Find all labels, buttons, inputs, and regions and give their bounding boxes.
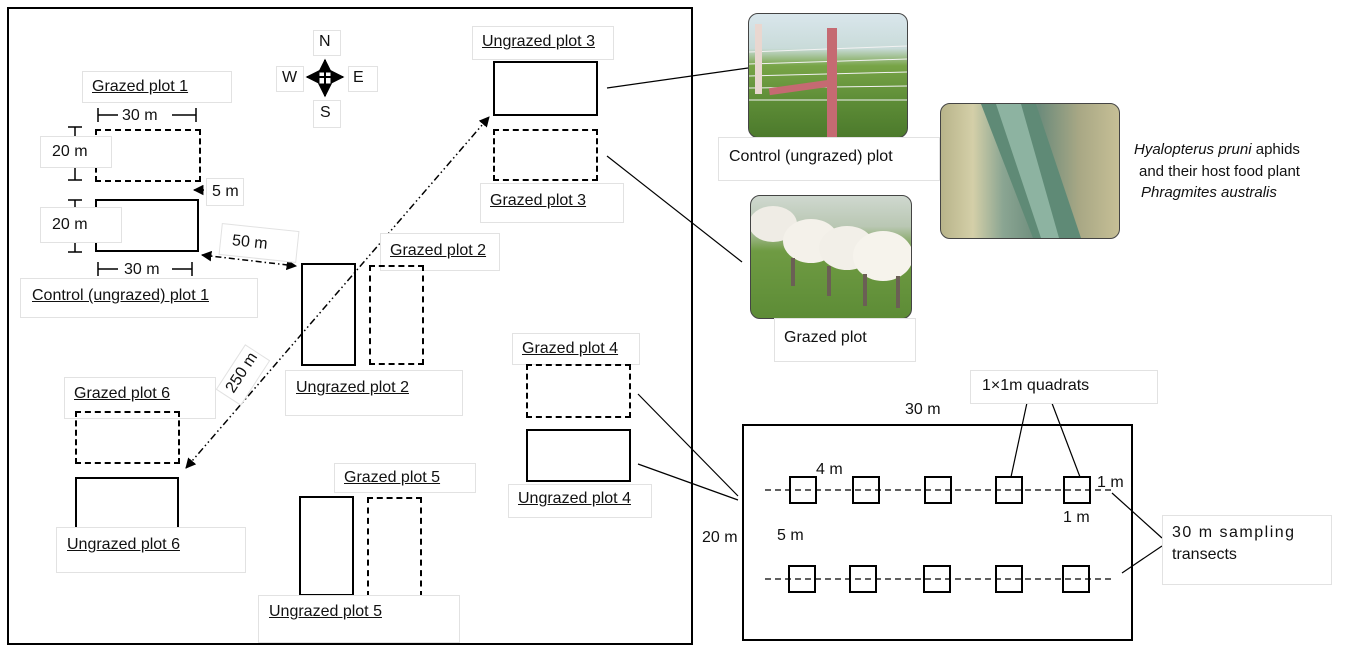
aphid-caption-line-2: and their host food plant — [1139, 163, 1300, 180]
transect-gap-label: 5 m — [777, 527, 804, 544]
quadrat — [924, 476, 952, 504]
quadrat-size-v-label: 1 m — [1063, 509, 1090, 526]
label-box — [56, 527, 246, 573]
transect-label-line-1: 30 m sampling — [1172, 524, 1296, 541]
transect-width-label: 30 m — [905, 401, 941, 418]
compass-n-box — [313, 30, 341, 56]
sheep-icon — [751, 206, 911, 308]
compass-west: W — [282, 69, 298, 86]
grazed-plot-5-label: Grazed plot 5 — [344, 469, 441, 486]
label-box — [40, 207, 122, 243]
ungrazed-plot-5 — [299, 496, 354, 596]
ungrazed-plot-4 — [526, 429, 631, 482]
grazed-plot-6 — [75, 411, 180, 464]
grazed-plot-2-label: Grazed plot 2 — [390, 242, 487, 259]
ungrazed-plot-6-label: Ungrazed plot 6 — [67, 536, 180, 553]
label-box — [285, 370, 463, 416]
distance-250m-arrow — [185, 116, 490, 469]
grazed-plot-4-label: Grazed plot 4 — [522, 340, 619, 357]
compass-south: S — [320, 104, 331, 121]
quadrat-spacing-label: 4 m — [816, 461, 843, 478]
gap-label: 5 m — [212, 183, 239, 200]
transect-height-label: 20 m — [702, 529, 738, 546]
quadrat — [1062, 565, 1090, 593]
label-box — [206, 178, 244, 206]
grazed-plot-6-label: Grazed plot 6 — [74, 385, 171, 402]
compass-north: N — [319, 33, 331, 50]
aphid-caption-line-3: Phragmites australis — [1141, 184, 1277, 201]
compass-w-box — [276, 66, 304, 92]
quadrat — [849, 565, 877, 593]
compass-e-box — [348, 66, 378, 92]
aphid-leaf-icon — [981, 104, 1081, 238]
width-label-bottom: 30 m — [124, 261, 160, 278]
field-frame — [7, 7, 693, 645]
compass-east: E — [353, 69, 364, 86]
quadrat — [995, 565, 1023, 593]
label-box — [774, 318, 916, 362]
quadrat — [995, 476, 1023, 504]
transect-frame — [742, 424, 1133, 641]
label-box — [970, 370, 1158, 404]
label-box — [334, 463, 476, 493]
grazed-photo-caption: Grazed plot — [784, 329, 867, 346]
fence-icon — [749, 24, 907, 137]
fence-photo — [748, 13, 908, 138]
quadrat-size-h-label: 1 m — [1097, 474, 1124, 491]
ungrazed-plot-4-label: Ungrazed plot 4 — [518, 490, 631, 507]
grazed-plot-1-label: Grazed plot 1 — [92, 78, 189, 95]
label-box — [508, 484, 652, 518]
quadrat — [852, 476, 880, 504]
grazed-plot-5 — [367, 497, 422, 597]
height-label-top: 20 m — [52, 143, 88, 160]
control-photo-caption: Control (ungrazed) plot — [729, 148, 893, 165]
ungrazed-plot-5-label: Ungrazed plot 5 — [269, 603, 382, 620]
ungrazed-plot-2 — [301, 263, 356, 366]
quadrat — [923, 565, 951, 593]
quadrat — [788, 565, 816, 593]
aphid-caption-line-1: Hyalopterus pruni aphids — [1134, 141, 1300, 158]
grazed-plot-3 — [493, 129, 598, 181]
label-box — [512, 333, 640, 365]
label-box — [472, 26, 614, 60]
label-box — [480, 183, 624, 223]
ungrazed-plot-3 — [493, 61, 598, 116]
aphid-photo — [940, 103, 1120, 239]
grazed-plot-2 — [369, 265, 424, 365]
transect-label-line-2: transects — [1172, 546, 1237, 563]
grazed-plot-4 — [526, 364, 631, 418]
ungrazed-plot-3-label: Ungrazed plot 3 — [482, 33, 595, 50]
label-box — [82, 71, 232, 103]
label-box — [258, 595, 460, 643]
quadrat — [789, 476, 817, 504]
label-box — [718, 137, 940, 181]
height-label-bottom: 20 m — [52, 216, 88, 233]
sheep-photo — [750, 195, 912, 319]
label-box — [20, 278, 258, 318]
ungrazed-plot-6 — [75, 477, 179, 529]
control-plot-1-label: Control (ungrazed) plot 1 — [32, 287, 209, 304]
label-box — [380, 233, 500, 271]
compass-s-box — [313, 100, 341, 128]
label-box — [40, 136, 112, 168]
label-box — [1162, 515, 1332, 585]
quadrat-label: 1×1m quadrats — [982, 377, 1090, 394]
quadrat — [1063, 476, 1091, 504]
width-label-top: 30 m — [122, 107, 158, 124]
grazed-plot-3-label: Grazed plot 3 — [490, 192, 587, 209]
ungrazed-plot-2-label: Ungrazed plot 2 — [296, 379, 409, 396]
